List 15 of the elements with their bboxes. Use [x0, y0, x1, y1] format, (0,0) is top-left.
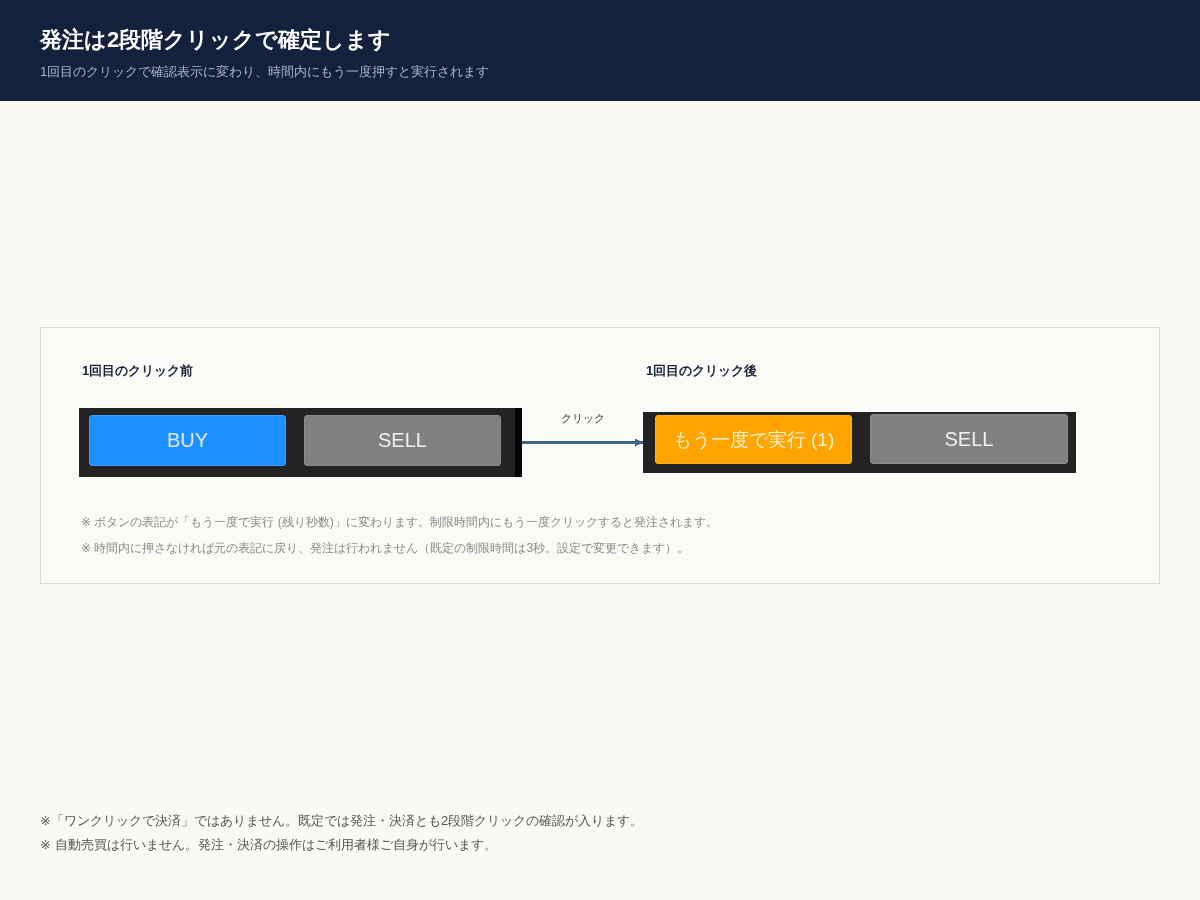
sell-button: SELL	[870, 414, 1068, 464]
panel-heading: 1回目のクリック後	[646, 362, 758, 380]
arrow	[522, 438, 643, 447]
card-panel	[40, 327, 1160, 584]
edge-label: クリック	[561, 410, 605, 426]
buy-button: BUY	[89, 415, 286, 466]
note-text: ※ ボタンの表記が「もう一度で実行 (残り秒数)」に変わります。制限時間内にもう一度クリックすると発注されます。	[81, 514, 718, 531]
sell-button: SELL	[304, 415, 501, 466]
execute-button: もう一度で実行 (1)	[655, 415, 852, 464]
page-title: 発注は2段階クリックで確定します	[40, 27, 392, 53]
note-text: ※ 時間内に押さなければ元の表記に戻り、発注は行われません（既定の制限時間は3秒。設定で変更できます）。	[81, 540, 690, 557]
footnote: ※ 自動売買は行いません。発注・決済の操作はご利用者様ご自身が行います。	[40, 836, 497, 854]
footnote: ※「ワンクリックで決済」ではありません。既定では発注・決済とも2段階クリックの確認が入ります。	[40, 812, 644, 830]
panel-heading: 1回目のクリック前	[82, 362, 194, 380]
subtitle: 1回目のクリックで確認表示に変わり、時間内にもう一度押すと実行されます	[40, 63, 490, 81]
